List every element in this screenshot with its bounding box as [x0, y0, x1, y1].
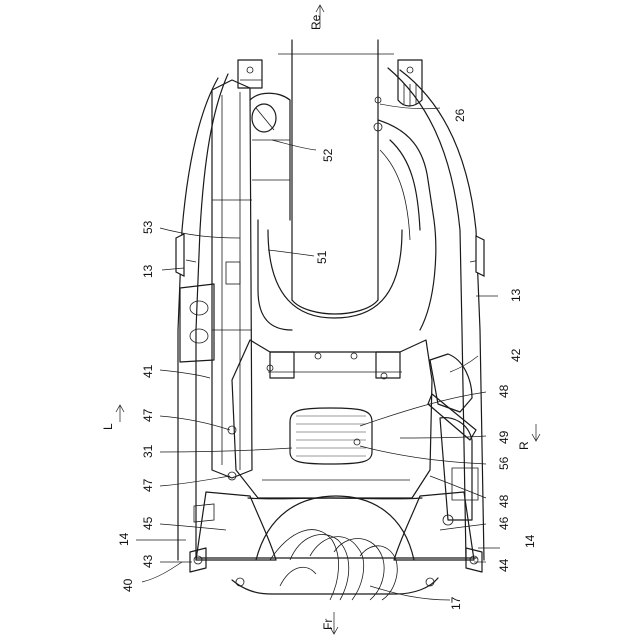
- label-14-left: 14: [117, 532, 131, 546]
- label-43: 43: [141, 554, 155, 568]
- label-17: 17: [449, 596, 463, 610]
- label-41: 41: [141, 364, 155, 378]
- front-tire: [232, 496, 438, 600]
- label-14-right: 14: [523, 534, 537, 548]
- label-47-lower: 47: [141, 478, 155, 492]
- label-31: 31: [141, 444, 155, 458]
- direction-left-label: L: [101, 423, 115, 430]
- direction-right-label: R: [517, 441, 531, 450]
- label-56: 56: [497, 456, 511, 470]
- cross-member: [228, 340, 432, 498]
- label-44: 44: [497, 558, 511, 572]
- label-46: 46: [497, 516, 511, 530]
- label-40: 40: [121, 578, 135, 592]
- label-13-left: 13: [141, 264, 155, 278]
- label-53: 53: [141, 220, 155, 234]
- rear-tube: [268, 40, 402, 318]
- left-frame: [180, 60, 262, 478]
- left-casing: [250, 93, 292, 330]
- label-42: 42: [509, 348, 523, 362]
- direction-rear-label: Re: [309, 14, 323, 30]
- label-13-right: 13: [509, 288, 523, 302]
- label-48-lower: 48: [497, 494, 511, 508]
- right-rear-bracket: [378, 60, 436, 330]
- label-47-upper: 47: [141, 408, 155, 422]
- label-26: 26: [453, 108, 467, 122]
- label-49: 49: [497, 430, 511, 444]
- front-cross-member: [190, 492, 482, 572]
- label-52: 52: [321, 148, 335, 162]
- label-48-upper: 48: [497, 384, 511, 398]
- direction-front-label: Fr: [321, 619, 335, 630]
- label-51: 51: [315, 250, 329, 264]
- label-45: 45: [141, 516, 155, 530]
- right-shock: [428, 354, 478, 525]
